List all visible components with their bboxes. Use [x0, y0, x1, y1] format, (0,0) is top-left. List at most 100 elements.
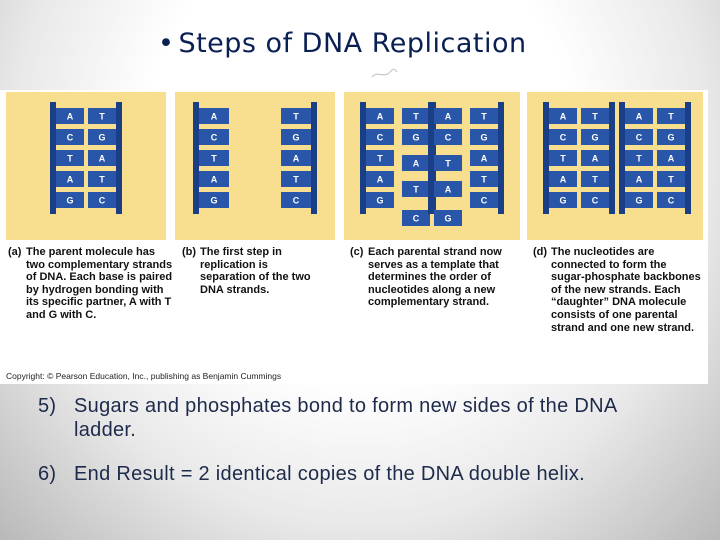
a-left-base-label: A — [67, 175, 74, 185]
c-parent1-base-label: G — [376, 196, 383, 206]
c-new2-base-label: T — [445, 159, 451, 169]
c-new2-base-A — [434, 181, 462, 197]
caption-c-text: Each parental strand now serves as a tem… — [368, 246, 502, 309]
a-right-base-label: C — [99, 196, 106, 206]
b-left-base-label: G — [210, 196, 217, 206]
c-parent1-base-G — [366, 192, 394, 208]
b-right-base-G — [281, 129, 311, 145]
d-mol1-right-backbone — [609, 102, 615, 214]
d-mol1-left-base-label: T — [560, 154, 566, 164]
c-new2-backbone — [428, 102, 434, 214]
c-new2-base-label: A — [445, 185, 452, 195]
c-parent2-base-label: C — [481, 196, 488, 206]
a-left-base-label: A — [67, 112, 74, 122]
c-new1-base-label: T — [413, 185, 419, 195]
c-parent2-base-G — [470, 129, 498, 145]
caption-c-label: (c) — [350, 246, 364, 258]
d-mol2-left-base-label: G — [635, 196, 642, 206]
c-new2-base-label: A — [445, 112, 452, 122]
a-right-backbone — [116, 102, 122, 214]
step-6-text: End Result = 2 identical copies of the D… — [74, 463, 585, 485]
d-mol2-right-base-label: T — [668, 112, 674, 122]
a-left-base-label: C — [67, 133, 74, 143]
b-left-base-label: A — [211, 112, 218, 122]
caption-a-label: (a) — [8, 246, 22, 258]
d-mol2-right-base-label: C — [668, 196, 675, 206]
c-parent1-base-label: A — [377, 112, 384, 122]
caption-b-label: (b) — [182, 246, 197, 258]
b-right-base-label: G — [292, 133, 299, 143]
d-mol1-right-base-label: C — [592, 196, 599, 206]
a-left-base-T — [56, 150, 84, 166]
c-new1-base-C — [402, 210, 430, 226]
c-parent2-base-C — [470, 192, 498, 208]
a-right-base-label: T — [99, 112, 105, 122]
b-left-base-label: C — [211, 133, 218, 143]
d-mol2-left-base-label: T — [636, 154, 642, 164]
d-mol2-left-base-T — [625, 150, 653, 166]
b-right-base-label: A — [293, 154, 300, 164]
d-mol1-right-base-label: T — [592, 112, 598, 122]
d-mol2-right-base-label: A — [668, 154, 675, 164]
d-mol1-left-base-label: G — [559, 196, 566, 206]
c-parent2-base-T — [470, 108, 498, 124]
d-mol2-right-base-T — [657, 171, 685, 187]
d-mol2-left-base-A — [625, 171, 653, 187]
c-parent1-base-C — [366, 129, 394, 145]
a-left-base-A — [56, 171, 84, 187]
d-mol2-right-base-G — [657, 129, 685, 145]
c-parent1-base-T — [366, 150, 394, 166]
d-mol1-left-base-label: A — [560, 112, 567, 122]
c-parent1-base-A — [366, 171, 394, 187]
a-left-base-A — [56, 108, 84, 124]
title-bullet: • — [158, 28, 175, 59]
d-mol2-left-base-C — [625, 129, 653, 145]
c-new1-base-label: G — [412, 133, 419, 143]
c-parent1-base-label: A — [377, 175, 384, 185]
step-5: 5) Sugars and phosphates bond to form ne… — [38, 394, 678, 442]
d-mol1-left-base-label: C — [560, 133, 567, 143]
c-parent2-backbone — [498, 102, 504, 214]
caption-d: (d) The nucleotides are connected to for… — [533, 246, 703, 334]
c-parent2-base-T — [470, 171, 498, 187]
c-parent1-base-label: T — [377, 154, 383, 164]
step-6: 6) End Result = 2 identical copies of th… — [38, 462, 678, 486]
d-mol1-right-base-label: A — [592, 154, 599, 164]
c-new2-base-C — [434, 129, 462, 145]
b-left-base-G — [199, 192, 229, 208]
b-left-base-T — [199, 150, 229, 166]
b-left-base-C — [199, 129, 229, 145]
d-mol1-left-base-G — [549, 192, 577, 208]
a-left-backbone — [50, 102, 56, 214]
c-new1-base-label: A — [413, 159, 420, 169]
d-mol2-left-base-label: A — [636, 175, 643, 185]
d-mol1-left-base-label: A — [560, 175, 567, 185]
c-new1-base-T — [402, 181, 430, 197]
caption-b-text: The first step in replication is separat… — [200, 246, 311, 296]
d-mol1-left-base-C — [549, 129, 577, 145]
b-right-backbone — [311, 102, 317, 214]
b-left-base-A — [199, 171, 229, 187]
d-mol1-right-base-C — [581, 192, 609, 208]
copyright-note: Copyright: © Pearson Education, Inc., pu… — [6, 371, 282, 381]
a-right-base-label: G — [98, 133, 105, 143]
d-mol2-right-backbone — [685, 102, 691, 214]
b-right-base-T — [281, 171, 311, 187]
a-right-base-C — [88, 192, 116, 208]
caption-a-text: The parent molecule has two complementar… — [26, 246, 173, 321]
c-new2-base-G — [434, 210, 462, 226]
c-new2-base-label: C — [445, 133, 452, 143]
d-mol1-left-base-A — [549, 171, 577, 187]
c-parent2-base-label: G — [480, 133, 487, 143]
d-mol1-right-base-label: G — [591, 133, 598, 143]
a-right-base-T — [88, 108, 116, 124]
c-new2-base-A — [434, 108, 462, 124]
d-mol2-right-base-label: G — [667, 133, 674, 143]
a-left-base-label: T — [67, 154, 73, 164]
